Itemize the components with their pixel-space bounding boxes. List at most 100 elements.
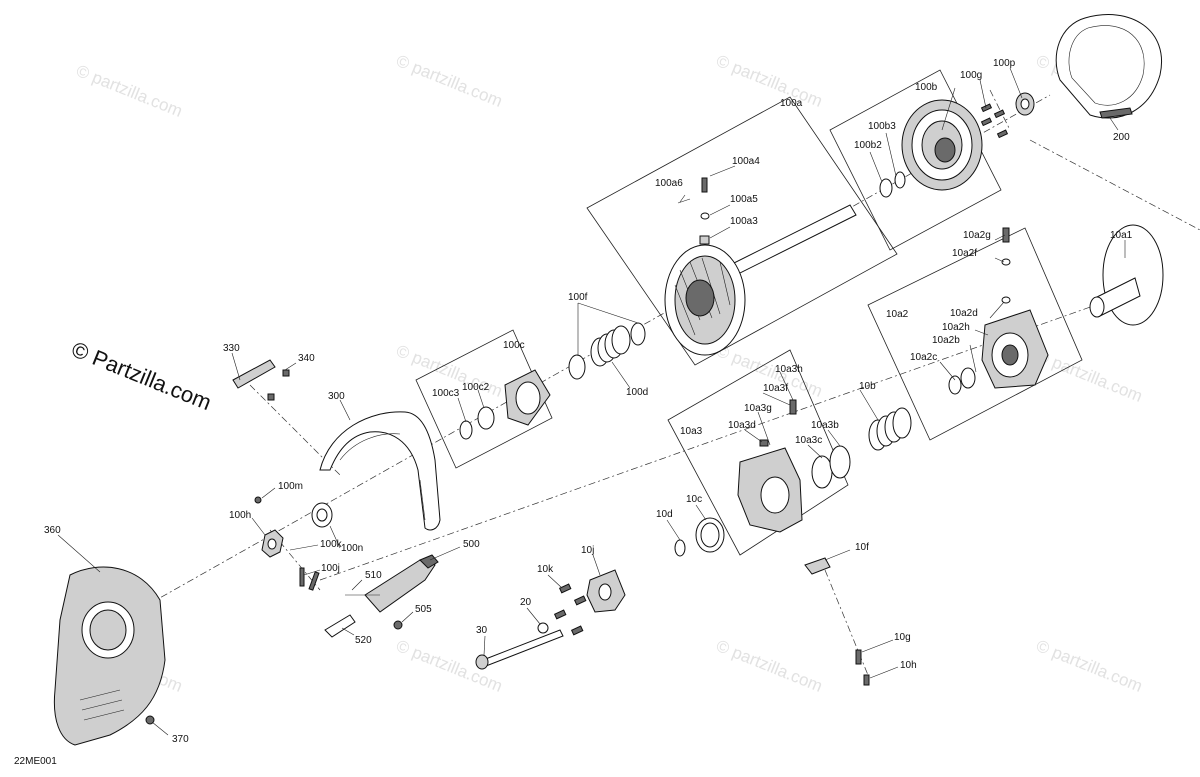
label-100g: 100g: [960, 70, 982, 81]
watermark: © partzilla.com: [394, 51, 506, 111]
label-10b: 10b: [859, 381, 876, 392]
rings-100b2-100b3: [879, 171, 906, 198]
label-100h: 100h: [229, 510, 251, 521]
sheave-100b: [901, 99, 983, 191]
label-100b2: 100b2: [854, 140, 882, 151]
label-10a2h: 10a2h: [942, 322, 970, 333]
label-100a5: 100a5: [730, 194, 758, 205]
spider-100c: [459, 369, 551, 440]
label-500: 500: [463, 539, 480, 550]
label-30: 30: [476, 625, 488, 636]
label-10k: 10k: [537, 564, 554, 575]
label-100c3: 100c3: [432, 388, 460, 399]
label-100a6: 100a6: [655, 178, 683, 189]
label-10a2g: 10a2g: [963, 230, 991, 241]
label-340: 340: [298, 353, 315, 364]
washer-100n: [311, 502, 333, 528]
label-10g: 10g: [894, 632, 911, 643]
group-box-100b: [829, 69, 1002, 251]
label-370: 370: [172, 734, 189, 745]
parts-10f-10g-10h: [804, 557, 870, 686]
label-10a2b: 10a2b: [932, 335, 960, 346]
group-box-10a2: [867, 227, 1083, 441]
gear-100h: [254, 496, 320, 591]
cover-10a2: [948, 227, 1049, 395]
lower-pin-axis: [824, 569, 871, 681]
watermark: © partzilla.com: [74, 61, 186, 121]
drive-pulley-axis: [319, 299, 1111, 581]
label-10a3h: 10a3h: [775, 364, 803, 375]
label-10a3d: 10a3d: [728, 420, 756, 431]
label-100c: 100c: [503, 340, 525, 351]
group-boxes: [415, 69, 1083, 556]
cover-300: [319, 411, 441, 531]
housing-360: [53, 566, 166, 746]
label-10a3: 10a3: [680, 426, 703, 437]
label-100p: 100p: [993, 58, 1016, 69]
label-10a1: 10a1: [1110, 230, 1133, 241]
label-100n: 100n: [341, 543, 363, 554]
label-100a3: 100a3: [730, 216, 758, 227]
screw-axis: [989, 89, 1011, 131]
label-10a2: 10a2: [886, 309, 909, 320]
label-100j: 100j: [321, 563, 340, 574]
leader-lines: [57, 67, 1126, 736]
label-100d: 100d: [626, 387, 648, 398]
label-10a2f: 10a2f: [952, 248, 977, 259]
label-505: 505: [415, 604, 432, 615]
label-100b3: 100b3: [868, 121, 896, 132]
label-100f: 100f: [568, 292, 588, 303]
watermark: © partzilla.com: [394, 636, 506, 696]
bolts-10k-20-30: [475, 583, 587, 670]
watermark: © partzilla.com: [1034, 346, 1146, 406]
label-520: 520: [355, 635, 372, 646]
label-100b: 100b: [915, 82, 938, 93]
group-box-10a3: [667, 349, 849, 556]
fixed-sheave-100a: [664, 204, 857, 356]
small-parts-100a: [677, 177, 710, 245]
hub-10j: [586, 569, 626, 613]
watermark: © partzilla.com: [714, 636, 826, 696]
label-300: 300: [328, 391, 345, 402]
callout-labels: 100a 100b 100g 100p 200 100b3 100b2 100a…: [44, 58, 1133, 745]
bearing-100p: [1015, 92, 1035, 116]
label-20: 20: [520, 597, 532, 608]
label-10d: 10d: [656, 509, 673, 520]
label-100c2: 100c2: [462, 382, 490, 393]
label-10c: 10c: [686, 494, 702, 505]
group-box-100a: [586, 96, 898, 366]
label-10a2c: 10a2c: [910, 352, 937, 363]
belt-axis: [1029, 139, 1200, 231]
housing-10a3: [737, 399, 851, 533]
label-100a: 100a: [780, 98, 803, 109]
label-360: 360: [44, 525, 61, 536]
label-200: 200: [1113, 132, 1130, 143]
label-10h: 10h: [900, 660, 917, 671]
diagram-code: 22ME001: [14, 756, 57, 767]
label-10a3f: 10a3f: [763, 383, 788, 394]
label-10f: 10f: [855, 542, 869, 553]
lever-500: [324, 554, 439, 638]
label-100k: 100k: [320, 539, 343, 550]
spring-100d: [590, 325, 631, 367]
bolt-axis: [269, 529, 321, 591]
label-100a4: 100a4: [732, 156, 760, 167]
label-100m: 100m: [278, 481, 303, 492]
spring-10b: [868, 407, 912, 451]
sheave-10a1: [1089, 224, 1164, 326]
watermark: © partzilla.com: [1034, 636, 1146, 696]
label-10j: 10j: [581, 545, 594, 556]
drive-belt-200: [1055, 14, 1162, 119]
bracket-330-340: [232, 359, 290, 401]
label-10a3b: 10a3b: [811, 420, 839, 431]
label-10a3g: 10a3g: [744, 403, 772, 414]
label-510: 510: [365, 570, 382, 581]
rings-10c-10d: [674, 517, 725, 557]
label-10a3c: 10a3c: [795, 435, 822, 446]
rings-100f: [568, 322, 646, 380]
watermark-main: © Partzilla.com: [68, 336, 215, 415]
label-10a2d: 10a2d: [950, 308, 978, 319]
watermark: © partzilla.com: [714, 51, 826, 111]
group-box-100c: [415, 329, 553, 469]
